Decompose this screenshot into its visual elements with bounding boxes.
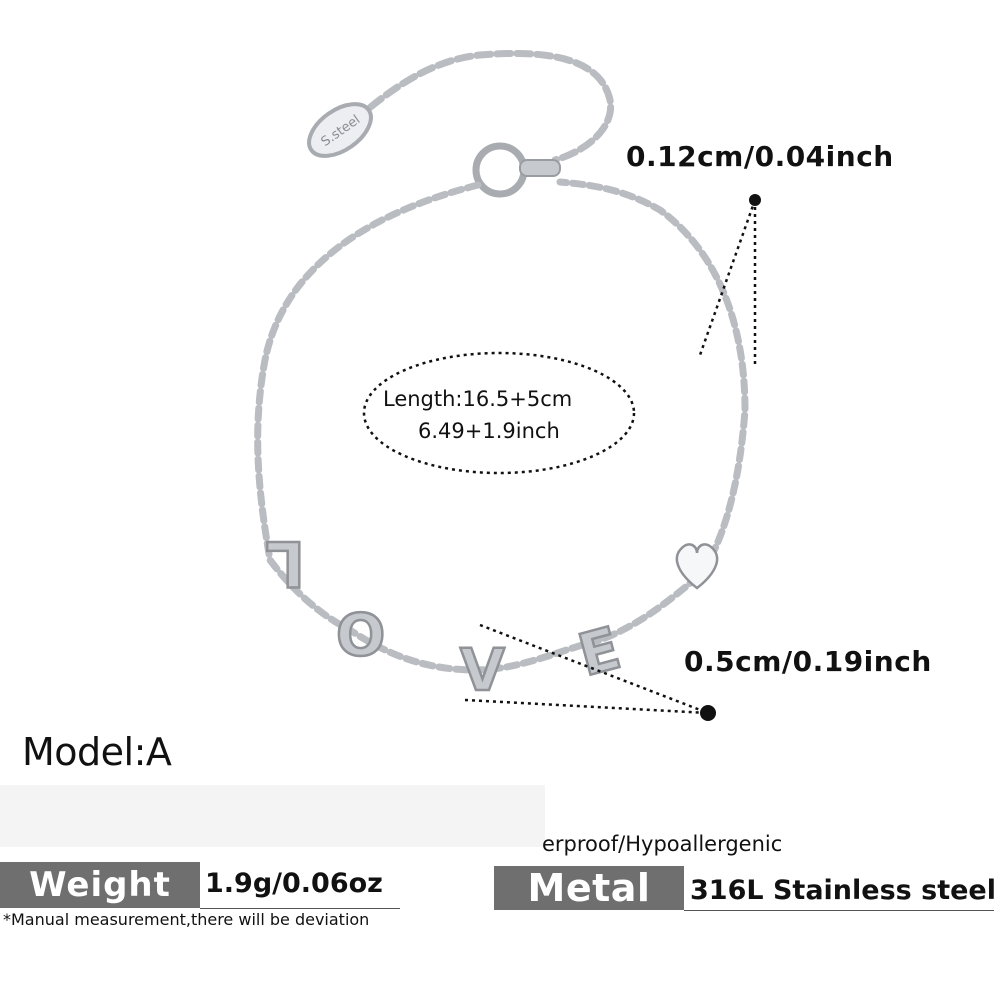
weight-label: Weight — [29, 865, 171, 905]
metal-value: 316L Stainless steel — [690, 875, 996, 906]
extender-chain — [351, 50, 615, 164]
length-cm-label: Length:16.5+5cm — [383, 387, 573, 411]
light-gray-band — [0, 785, 545, 847]
dimension-dot-top — [749, 194, 761, 206]
charm-letter-v: V — [460, 636, 505, 704]
dotted-ellipse — [362, 351, 636, 475]
measurement-note: *Manual measurement,there will be deviat… — [3, 910, 370, 929]
steel-tag — [307, 102, 373, 158]
heart-gem — [675, 543, 719, 590]
model-label: Model:A — [22, 730, 172, 774]
metal-label: Metal — [527, 866, 651, 910]
size-dimension-lines — [464, 623, 709, 715]
bracelet-chain — [254, 178, 749, 674]
clasp — [472, 142, 528, 198]
metal-underline — [684, 910, 994, 911]
dimension-dot-bottom — [700, 705, 716, 721]
charm-letter-l: L — [265, 527, 305, 600]
clasp-bar — [519, 159, 561, 177]
thickness-label: 0.12cm/0.04inch — [626, 140, 894, 173]
metal-label-box: Metal — [494, 866, 684, 910]
weight-label-box: Weight — [0, 862, 200, 908]
features-text: erproof/Hypoallergenic — [542, 832, 783, 856]
charm-letter-o: O — [336, 601, 385, 669]
weight-value: 1.9g/0.06oz — [205, 868, 383, 899]
weight-underline — [200, 908, 400, 909]
thickness-dimension-lines — [698, 199, 757, 365]
length-inch-label: 6.49+1.9inch — [418, 419, 560, 443]
charm-size-label: 0.5cm/0.19inch — [684, 645, 932, 678]
